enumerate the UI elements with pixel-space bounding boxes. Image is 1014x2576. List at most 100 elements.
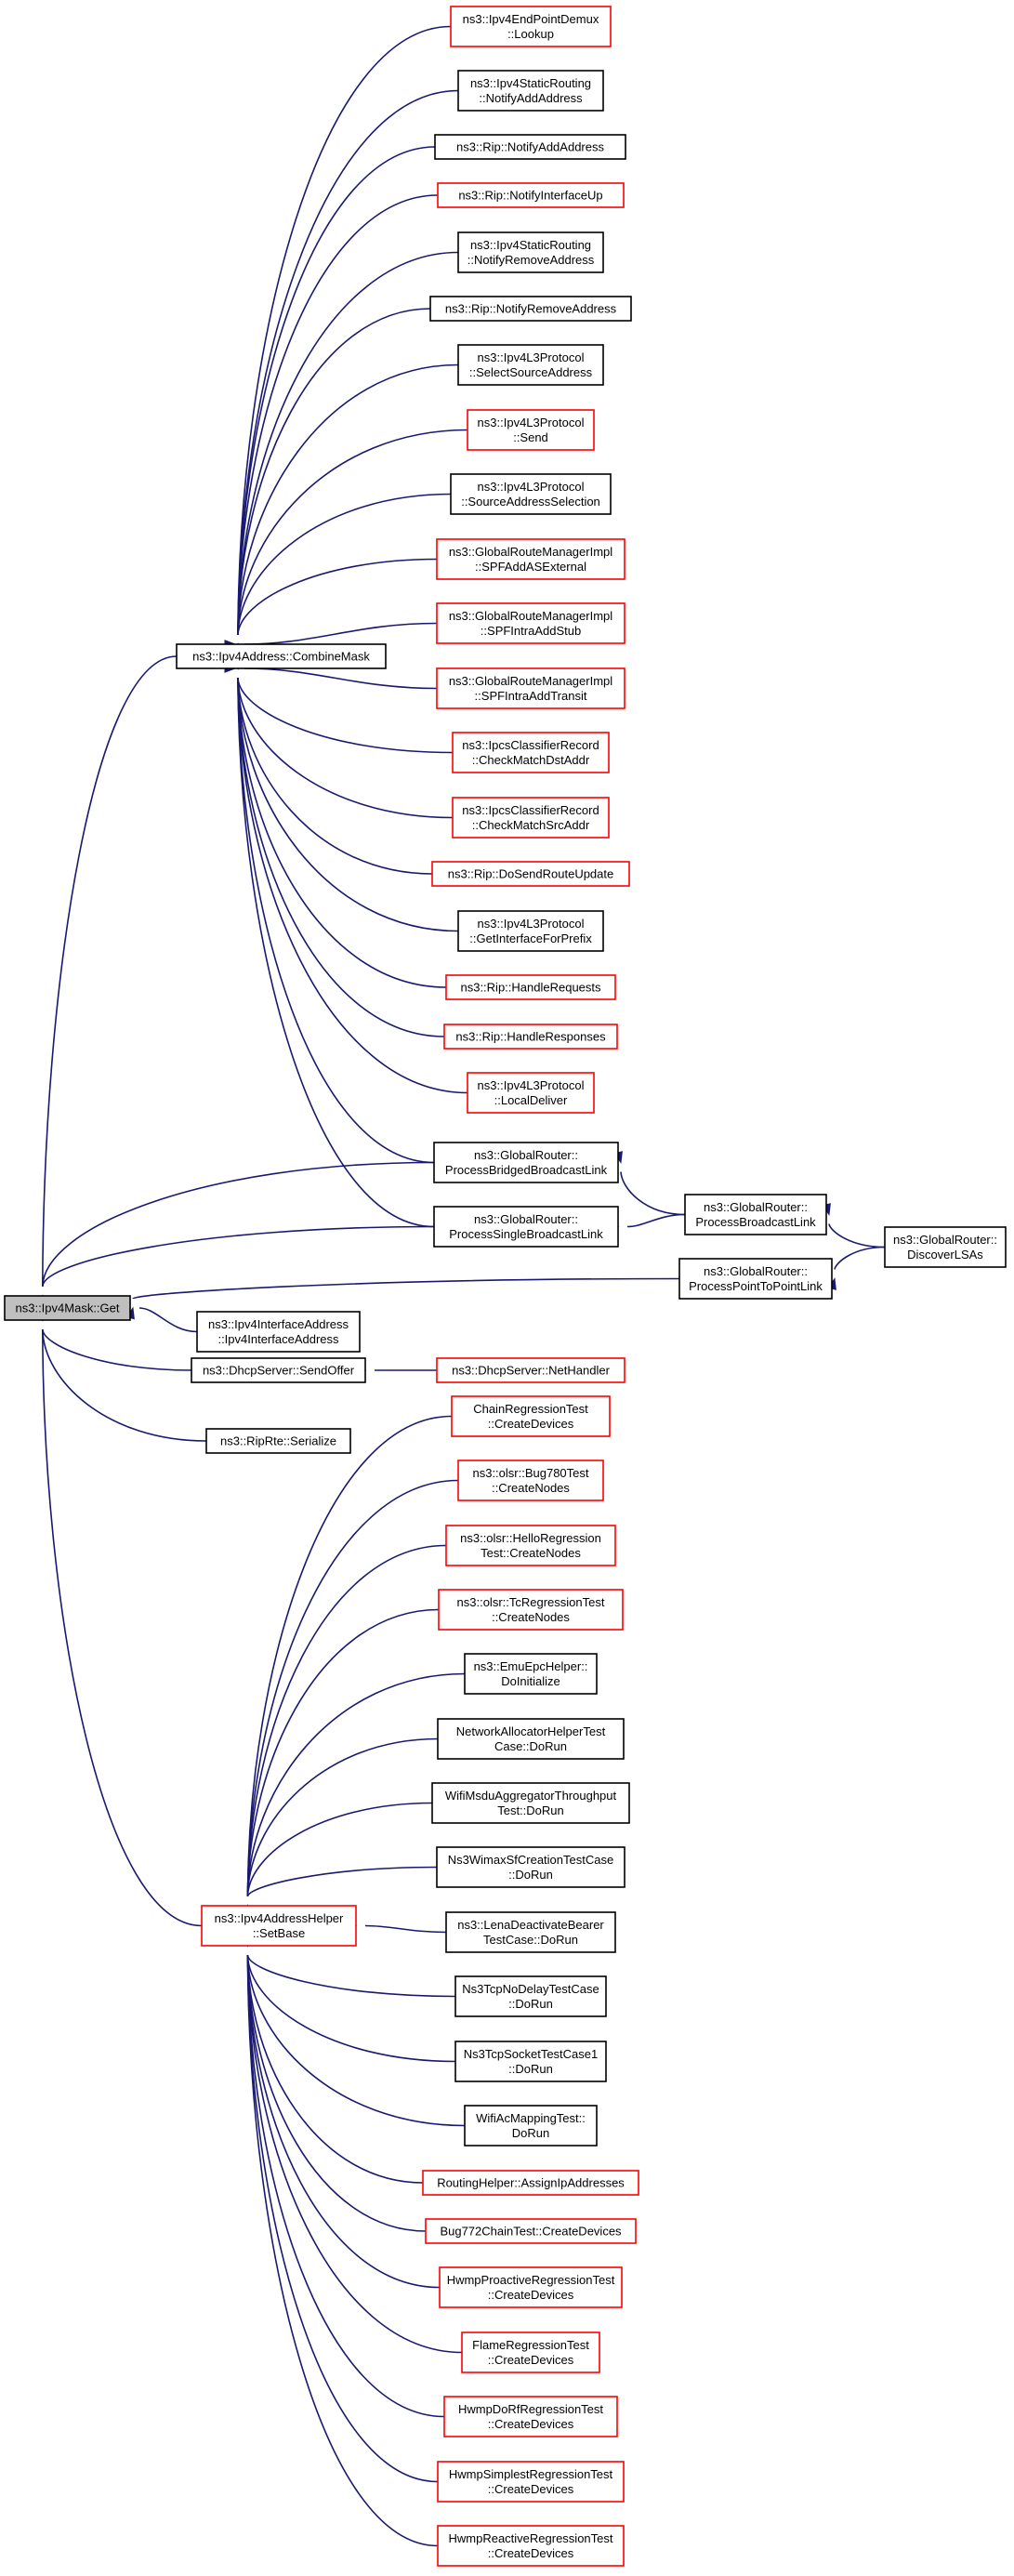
call-edge [240,1934,463,2354]
graph-node-n-c6[interactable]: ns3::Rip::NotifyRemoveAddress [429,296,632,322]
call-edge [230,656,454,819]
graph-node-n-s18[interactable]: HwmpSimplestRegressionTest::CreateDevice… [437,2461,625,2503]
call-edge [822,1203,886,1248]
call-edge [230,656,435,1228]
edge-line [246,1954,456,2063]
graph-node-n-gr-broadcast[interactable]: ns3::GlobalRouter::ProcessBroadcastLink [684,1194,827,1235]
graph-node-n-setbase[interactable]: ns3::Ipv4AddressHelper::SetBase [201,1905,357,1947]
node-label: ns3::Ipv4InterfaceAddress [208,1317,349,1331]
node-box [464,2105,598,2147]
node-label: ns3::Rip::DoSendRouteUpdate [448,867,614,881]
graph-node-n-s1[interactable]: ChainRegressionTest::CreateDevices [451,1395,611,1437]
call-edge [354,1366,437,1375]
node-label: ::SetBase [253,1926,305,1940]
graph-node-n-c13[interactable]: ns3::IpcsClassifierRecord::CheckMatchDst… [452,732,610,773]
node-label: Ns3TcpSocketTestCase1 [464,2047,599,2061]
node-box [451,1395,611,1437]
edge-line [237,677,454,754]
graph-node-n-get[interactable]: ns3::Ipv4Mask::Get [4,1295,131,1321]
graph-node-n-dhcp-net[interactable]: ns3::DhcpServer::NetHandler [436,1357,626,1383]
node-label: ns3::DhcpServer::SendOffer [203,1364,355,1378]
node-label: HwmpDoRfRegressionTest [458,2402,603,2416]
edge-line [246,1866,438,1897]
node-label: WifiMsduAggregatorThroughput [445,1789,617,1803]
edge-line [138,1307,198,1333]
edge-line [237,89,459,636]
node-label: ::SourceAddressSelection [461,495,600,509]
graph-node-n-s15[interactable]: HwmpProactiveRegressionTest::CreateDevic… [439,2266,623,2308]
node-label: ::SPFIntraAddStub [481,624,581,638]
graph-node-n-gr-bridged[interactable]: ns3::GlobalRouter::ProcessBridgedBroadca… [433,1142,619,1183]
graph-node-n-c14[interactable]: ns3::IpcsClassifierRecord::CheckMatchSrc… [452,797,610,839]
node-label: ns3::Rip::NotifyInterfaceUp [458,189,602,203]
graph-node-n-c15[interactable]: ns3::Rip::DoSendRouteUpdate [431,861,630,887]
edge-line [244,667,438,690]
graph-node-n-s13[interactable]: RoutingHelper::AssignIpAddresses [422,2170,639,2196]
graph-node-n-c2[interactable]: ns3::Ipv4StaticRouting::NotifyAddAddress [457,70,604,112]
graph-node-n-c16[interactable]: ns3::Ipv4L3Protocol::GetInterfaceForPref… [457,910,604,952]
graph-node-n-s16[interactable]: FlameRegressionTest::CreateDevices [461,2332,600,2373]
graph-node-n-c10[interactable]: ns3::GlobalRouteManagerImpl::SPFAddASExt… [436,538,626,580]
call-edge [345,1921,447,1934]
edge-line [237,677,468,1094]
call-edge [230,656,445,1037]
node-label: ns3::olsr::TcRegressionTest [457,1595,605,1609]
graph-node-n-c5[interactable]: ns3::Ipv4StaticRouting::NotifyRemoveAddr… [457,231,604,273]
graph-node-n-c18[interactable]: ns3::Rip::HandleResponses [443,1024,618,1050]
graph-node-n-c1[interactable]: ns3::Ipv4EndPointDemux::Lookup [450,6,612,47]
node-box [457,1460,604,1501]
node-label: ns3::DhcpServer::NetHandler [452,1364,610,1378]
graph-node-n-s3[interactable]: ns3::olsr::HelloRegressionTest::CreateNo… [445,1525,616,1566]
graph-node-n-s12[interactable]: WifiAcMappingTest::DoRun [464,2105,598,2147]
graph-node-n-gr-single[interactable]: ns3::GlobalRouter::ProcessSingleBroadcas… [433,1206,619,1248]
graph-node-n-ifaddr[interactable]: ns3::Ipv4InterfaceAddress::Ipv4Interface… [196,1311,361,1353]
graph-node-n-s8[interactable]: Ns3WimaxSfCreationTestCase::DoRun [436,1846,626,1888]
call-edge [230,363,459,656]
graph-node-n-dhcp-send[interactable]: ns3::DhcpServer::SendOffer [191,1357,366,1383]
node-label: ns3::Rip::NotifyRemoveAddress [445,302,617,316]
graph-node-n-c9[interactable]: ns3::Ipv4L3Protocol::SourceAddressSelect… [450,473,612,515]
node-label: TestCase::DoRun [483,1933,578,1947]
node-box [445,974,616,1000]
graph-node-n-s2[interactable]: ns3::olsr::Bug780Test::CreateNodes [457,1460,604,1501]
node-label: DiscoverLSAs [907,1248,983,1262]
graph-node-n-c12[interactable]: ns3::GlobalRouteManagerImpl::SPFIntraAdd… [436,667,626,709]
graph-node-n-gr-lsa[interactable]: ns3::GlobalRouter::DiscoverLSAs [884,1226,1007,1268]
call-edge [230,194,439,656]
graph-node-n-c19[interactable]: ns3::Ipv4L3Protocol::LocalDeliver [467,1072,595,1114]
node-box [436,1846,626,1888]
node-label: ns3::Ipv4Address::CombineMask [192,650,370,664]
graph-node-n-s19[interactable]: HwmpReactiveRegressionTest::CreateDevice… [437,2525,625,2567]
edge-line [237,677,435,1164]
graph-node-n-c17[interactable]: ns3::Rip::HandleRequests [445,974,616,1000]
node-label: ns3::olsr::Bug780Test [472,1466,588,1480]
node-label: HwmpSimplestRegressionTest [449,2467,613,2481]
graph-node-n-c3[interactable]: ns3::Rip::NotifyAddAddress [434,134,626,160]
graph-node-n-s11[interactable]: Ns3TcpSocketTestCase1::DoRun [454,2041,607,2082]
edge-line [237,558,438,636]
node-box [196,1311,361,1353]
edge-line [834,1246,886,1270]
graph-node-n-s10[interactable]: Ns3TcpNoDelayTestCase::DoRun [454,1975,607,2017]
graph-node-n-c7[interactable]: ns3::Ipv4L3Protocol::SelectSourceAddress [457,344,604,386]
graph-node-n-s17[interactable]: HwmpDoRfRegressionTest::CreateDevices [443,2396,618,2437]
node-label: ProcessBroadcastLink [695,1215,816,1229]
graph-node-n-combine[interactable]: ns3::Ipv4Address::CombineMask [176,643,387,669]
edge-line [246,1954,466,2127]
graph-node-n-gr-p2p[interactable]: ns3::GlobalRouter::ProcessPointToPointLi… [678,1258,833,1300]
edge-line [364,1924,447,1934]
graph-node-n-s4[interactable]: ns3::olsr::TcRegressionTest::CreateNodes [438,1589,624,1631]
graph-node-n-c8[interactable]: ns3::Ipv4L3Protocol::Send [467,409,595,451]
graph-node-n-c4[interactable]: ns3::Rip::NotifyInterfaceUp [437,182,625,208]
graph-node-n-s14[interactable]: Bug772ChainTest::CreateDevices [425,2218,637,2244]
node-label: ::Send [513,430,548,444]
node-box [433,1206,619,1248]
graph-node-n-s5[interactable]: ns3::EmuEpcHelper::DoInitialize [464,1653,598,1695]
edge-line [246,1954,424,2184]
graph-node-n-riprte[interactable]: ns3::RipRte::Serialize [205,1428,351,1454]
graph-node-n-c11[interactable]: ns3::GlobalRouteManagerImpl::SPFIntraAdd… [436,602,626,644]
